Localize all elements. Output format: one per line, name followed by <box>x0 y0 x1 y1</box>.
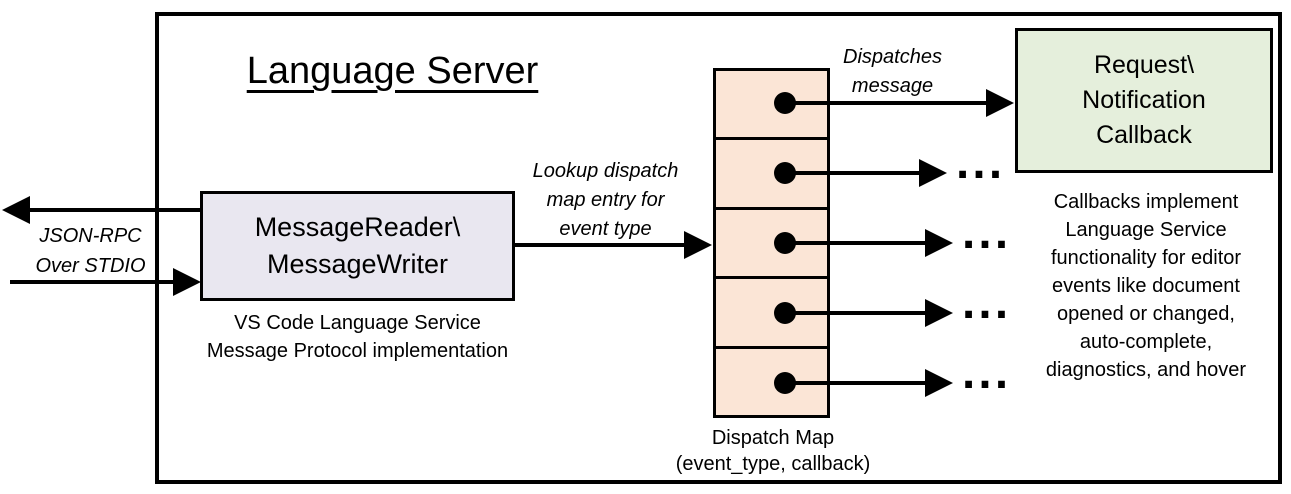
stdio-out-arrowhead-icon <box>2 196 30 224</box>
json-rpc-stdio-label: JSON-RPC Over STDIO <box>18 221 163 281</box>
dispatches-label-line-1: Dispatches <box>843 46 942 68</box>
dispatch-map <box>713 68 830 418</box>
dispatch-map-caption: Dispatch Map (event_type, callback) <box>648 425 898 477</box>
more-callbacks-ellipsis: ... <box>955 143 1005 187</box>
callback-note-line: auto-complete, <box>1079 331 1213 353</box>
dispatch-map-cell <box>716 276 827 346</box>
dispatches-message-label: Dispatches message <box>830 43 955 101</box>
dispatch-map-cell <box>716 71 827 138</box>
message-box-caption-line-1: VS Code Language Service <box>234 312 481 334</box>
message-box-caption: VS Code Language Service Message Protoco… <box>200 309 515 365</box>
dispatch-map-cell <box>716 206 827 277</box>
lookup-label-line-1: Lookup dispatch <box>532 160 679 182</box>
diagram-title: Language Server <box>246 50 539 92</box>
request-notification-callback-box: Request\ Notification Callback <box>1015 28 1273 173</box>
dispatch-map-cell <box>716 345 827 416</box>
more-callbacks-ellipsis: ... <box>961 353 1011 397</box>
lookup-dispatch-label: Lookup dispatch map entry for event type <box>513 157 698 244</box>
callback-note-line: functionality for editor <box>1050 247 1242 269</box>
message-box-line-1: MessageReader\ <box>254 212 461 242</box>
callback-note-line: diagnostics, and hover <box>1045 359 1247 381</box>
dispatch-map-caption-line-2: (event_type, callback) <box>675 453 871 475</box>
callback-note-line: events like document <box>1052 275 1240 297</box>
callback-note-line: opened or changed, <box>1057 303 1235 325</box>
dispatch-map-cell <box>716 137 827 207</box>
more-callbacks-ellipsis: ... <box>961 283 1011 327</box>
dispatch-map-caption-line-1: Dispatch Map <box>711 427 835 449</box>
callback-box-line-2: Notification <box>1082 86 1206 114</box>
dispatches-label-line-2: message <box>851 75 934 97</box>
message-box-line-2: MessageWriter <box>266 249 449 279</box>
json-rpc-label-line-2: Over STDIO <box>35 255 146 277</box>
json-rpc-label-line-1: JSON-RPC <box>39 225 142 247</box>
lookup-label-line-3: event type <box>559 218 652 240</box>
more-callbacks-ellipsis: ... <box>961 213 1011 257</box>
callback-box-line-1: Request\ <box>1093 51 1195 79</box>
callback-note-line: Language Service <box>1065 219 1227 241</box>
callback-box-line-3: Callback <box>1096 121 1192 149</box>
callback-note-line: Callbacks implement <box>1053 191 1239 213</box>
message-box-caption-line-2: Message Protocol implementation <box>206 340 509 362</box>
message-reader-writer-box: MessageReader\ MessageWriter <box>200 191 515 301</box>
lookup-label-line-2: map entry for <box>546 189 665 211</box>
callback-note: Callbacks implement Language Service fun… <box>1016 188 1276 384</box>
